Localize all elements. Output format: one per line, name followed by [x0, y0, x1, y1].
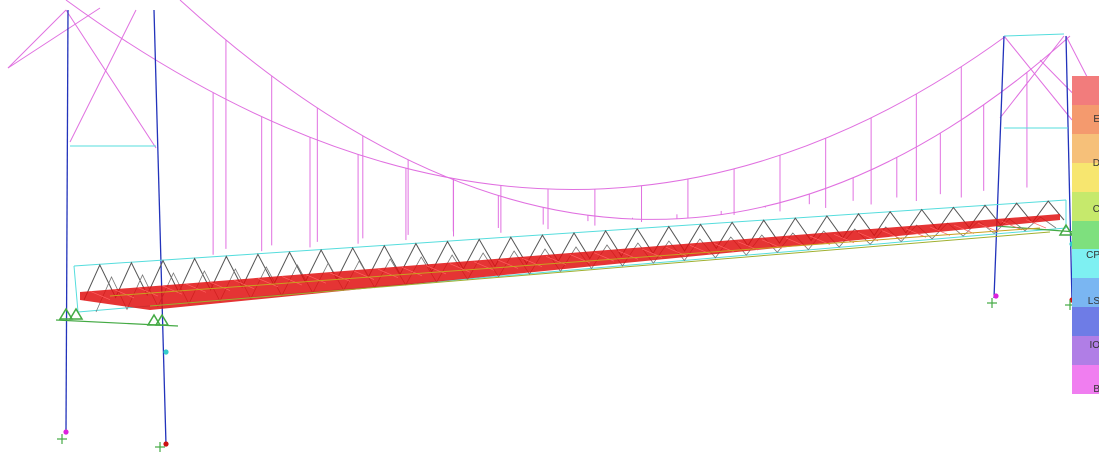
stress-line: [473, 261, 495, 271]
stress-line: [353, 270, 375, 280]
cable-hangers: [212, 39, 1028, 255]
stress-line: [929, 226, 951, 236]
stress-line: [1001, 221, 1023, 231]
tower-brace: [999, 35, 1065, 119]
stress-line: [137, 287, 159, 297]
stress-line: [257, 278, 279, 288]
tower-brace: [65, 9, 157, 149]
bridge-towers: [65, 9, 1073, 446]
hinge-red: [163, 441, 169, 447]
main-cable-far: [65, 0, 1007, 190]
legend-band: [1072, 249, 1099, 279]
stress-line: [881, 230, 903, 240]
tower-left-back: [153, 9, 167, 446]
tower-brace: [1003, 35, 1073, 121]
stress-line: [521, 257, 543, 267]
stress-line: [161, 285, 183, 295]
legend-band: [1072, 104, 1099, 135]
suspension-cables: [7, 0, 1099, 220]
legend-label-cp: CP: [1086, 250, 1099, 261]
performance-legend: E D C CP LS IO B: [1072, 76, 1099, 395]
hinge-cyan: [163, 349, 169, 355]
main-cable-near: [179, 0, 1071, 220]
stress-line: [113, 289, 135, 299]
legend-label-e: E: [1093, 114, 1099, 125]
legend-band: [1072, 162, 1099, 193]
stress-line: [425, 265, 447, 275]
stress-line: [89, 290, 111, 301]
support-left-back: [154, 313, 170, 326]
tower-left-front: [65, 9, 69, 431]
stress-line: [401, 267, 423, 277]
stress-line: [953, 224, 975, 234]
stress-line: [281, 276, 303, 286]
backstay-left: [7, 9, 67, 69]
legend-band: [1072, 278, 1099, 308]
stress-line: [905, 228, 927, 238]
deck-girder: [149, 231, 1051, 307]
hinge-magenta: [993, 293, 999, 299]
truss-web: [83, 200, 1065, 301]
legend-label-d: D: [1092, 158, 1099, 169]
stress-line: [1025, 219, 1047, 229]
support-left-front: [68, 307, 84, 320]
legend-label-ls: LS: [1087, 296, 1099, 307]
stress-line: [233, 279, 255, 290]
legend-band: [1072, 307, 1099, 337]
legend-band: [1072, 133, 1099, 164]
support-left-front: [58, 307, 74, 320]
deck-top-edge: [73, 199, 1067, 267]
legend-band: [1072, 191, 1099, 222]
deck-girder: [109, 227, 1041, 297]
deck-stress-contour: [80, 214, 1060, 310]
tower-crossbeam-right: [1003, 33, 1065, 37]
stress-line: [209, 281, 231, 291]
legend-band: [1072, 365, 1099, 395]
deck-end-left: [73, 265, 79, 313]
stress-line: [377, 268, 399, 278]
support-right: [1058, 223, 1074, 236]
tower-right-back: [1065, 35, 1073, 303]
support-symbols: [57, 223, 1075, 452]
tower-brace: [69, 9, 137, 143]
tower-right-front: [993, 35, 1005, 299]
stress-line: [857, 232, 879, 242]
stress-line: [329, 272, 351, 282]
legend-band: [1072, 220, 1099, 250]
legend-label-b: B: [1093, 384, 1099, 395]
stress-line: [497, 259, 519, 269]
legend-label-c: C: [1092, 204, 1099, 215]
stress-line: [305, 274, 327, 284]
stress-line: [977, 222, 999, 233]
support-left-back: [146, 313, 162, 326]
stress-line: [185, 283, 207, 293]
legend-band: [1072, 76, 1099, 106]
backstay-left: [7, 7, 101, 69]
stress-line: [449, 263, 471, 273]
legend-label-io: IO: [1089, 340, 1099, 351]
legend-band: [1072, 336, 1099, 366]
hinge-magenta: [63, 429, 69, 435]
